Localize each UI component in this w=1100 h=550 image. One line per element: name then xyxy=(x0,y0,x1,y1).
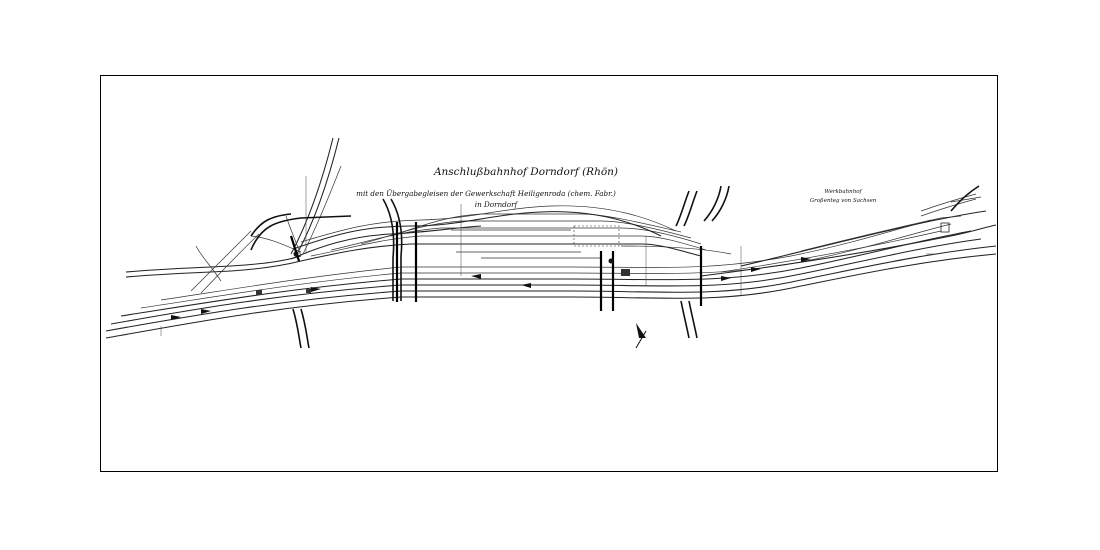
roads xyxy=(250,185,980,349)
station-tracks xyxy=(300,213,707,262)
station-buildings xyxy=(256,225,647,349)
plan-subtitle: mit den Übergabegleisen der Gewerkschaft… xyxy=(356,189,616,198)
plan-title: Anschlußbahnhof Dorndorf (Rhön) xyxy=(433,166,618,178)
drawing-frame: Anschlußbahnhof Dorndorf (Rhön) mit den … xyxy=(100,75,998,472)
plan-location: in Dorndorf xyxy=(475,200,519,209)
dimension-ticks xyxy=(160,176,936,336)
track-plan: Anschlußbahnhof Dorndorf (Rhön) mit den … xyxy=(105,137,997,349)
side-note-subtitle: Großenteg von Sachsen xyxy=(810,198,877,204)
side-note-title: Werkbahnhof xyxy=(824,189,862,195)
main-track-bundle xyxy=(105,219,997,339)
switch-markers xyxy=(171,251,811,320)
left-branch-lines xyxy=(125,137,342,294)
